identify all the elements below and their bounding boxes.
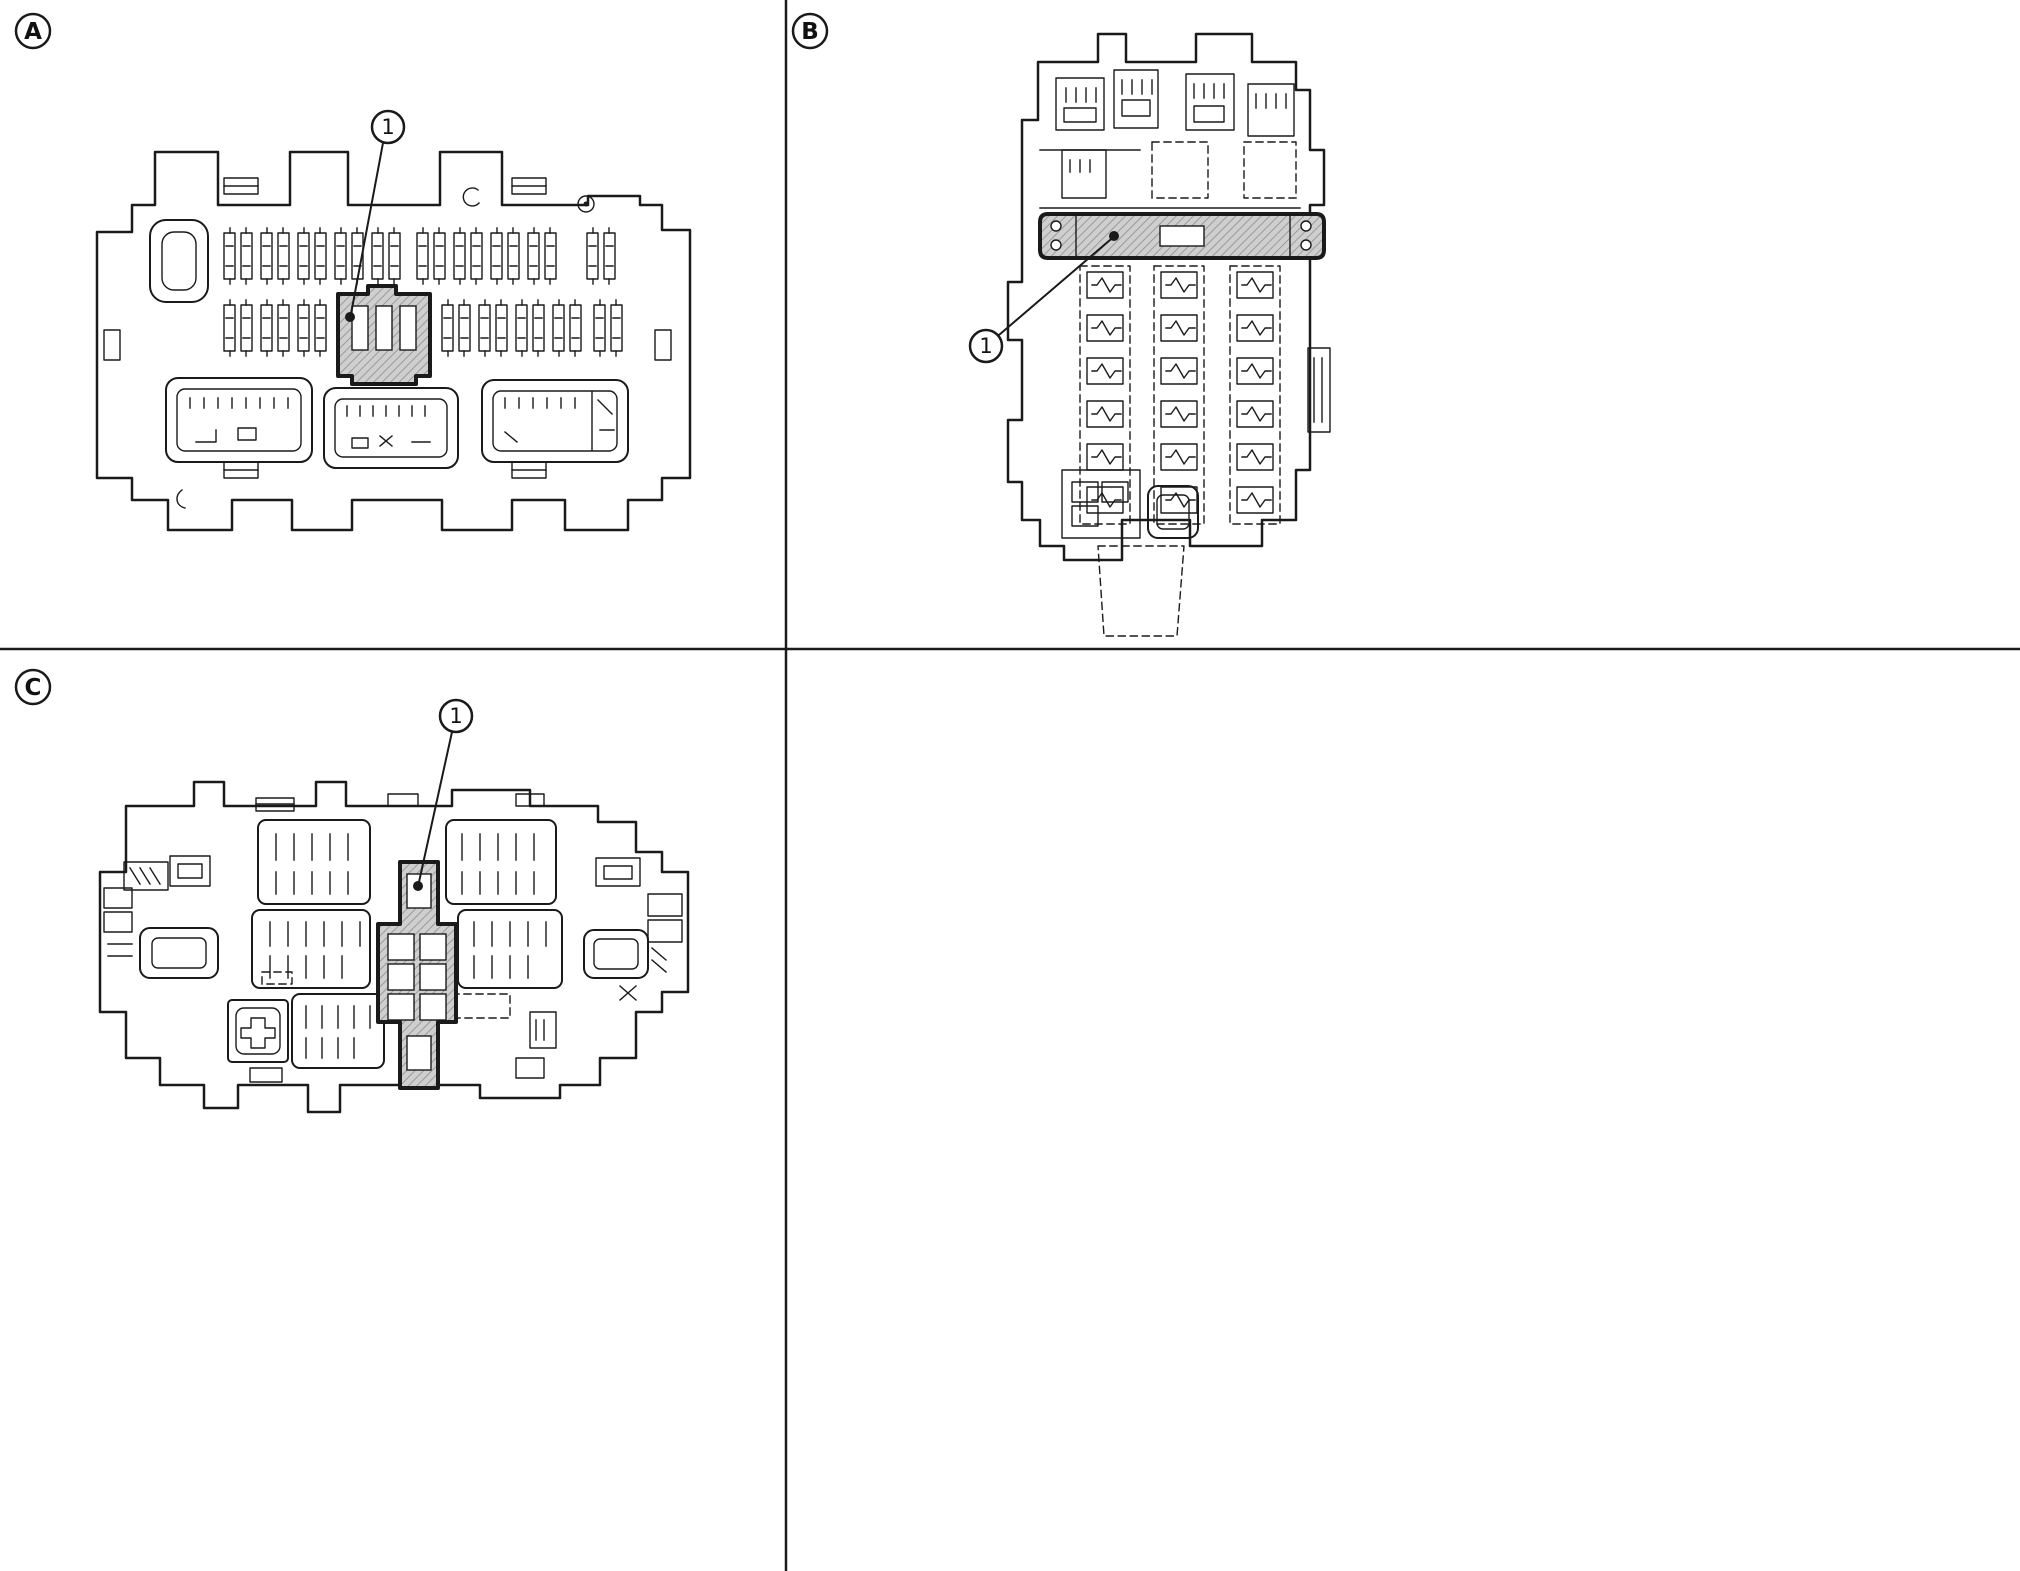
connector-a3 [481, 379, 629, 463]
panel-b-letter: B [801, 19, 819, 45]
connector-a1 [165, 377, 313, 463]
callout-c-marker [438, 698, 474, 734]
callout-c-number: 1 [449, 704, 462, 728]
connector-c-mid-left [251, 909, 371, 989]
bracket-c-right [583, 857, 683, 1001]
callout-b-marker [968, 328, 1004, 364]
callout-b-number: 1 [979, 334, 992, 358]
callout-c-anchor-dot [413, 881, 423, 891]
callout-b-anchor-dot [1109, 231, 1119, 241]
connector-a2 [323, 387, 459, 469]
callout-a-number: 1 [381, 115, 394, 139]
connectors-b-top [1039, 69, 1301, 209]
connector-c-bottom-mid [291, 993, 385, 1069]
panel-c-drawing: 1 [98, 698, 690, 1114]
connectors-b-bottom [1061, 469, 1199, 637]
panel-c-badge: C [14, 668, 52, 706]
highlighted-connector-c [376, 860, 458, 1090]
relay-c-bottom-left [227, 999, 289, 1063]
panel-a-letter: A [24, 19, 42, 45]
connector-c-top-left [257, 819, 371, 905]
panel-b-badge: B [791, 12, 829, 50]
panel-b-drawing: 1 [968, 32, 1331, 637]
callout-b: 1 [968, 231, 1119, 364]
fuse-block-b-outline [1006, 32, 1326, 562]
highlighted-bracket-b [1038, 212, 1326, 260]
bracket-c-left [103, 855, 219, 979]
panel-a-badge: A [14, 12, 52, 50]
callout-a: 1 [345, 109, 406, 322]
callout-a-anchor-dot [345, 312, 355, 322]
callout-c: 1 [413, 698, 474, 891]
fuse-grid-b [1079, 265, 1281, 525]
panel-a-drawing: 1 [95, 109, 692, 532]
connector-c-top-right [445, 819, 557, 905]
screw-icon [577, 195, 595, 213]
highlighted-connector-a [336, 284, 432, 386]
panel-c-letter: C [25, 675, 42, 701]
callout-a-marker [370, 109, 406, 145]
